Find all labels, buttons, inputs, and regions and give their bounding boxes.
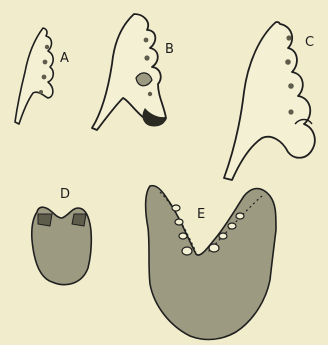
specimen-a <box>15 28 53 124</box>
label-a: A <box>60 52 69 65</box>
label-b: B <box>165 43 174 56</box>
specimen-c <box>224 22 315 180</box>
label-c: C <box>305 36 314 49</box>
label-d: D <box>60 188 70 201</box>
label-e: E <box>197 208 205 221</box>
specimen-e <box>146 186 276 340</box>
specimen-d <box>32 207 92 284</box>
specimen-b <box>92 14 166 130</box>
